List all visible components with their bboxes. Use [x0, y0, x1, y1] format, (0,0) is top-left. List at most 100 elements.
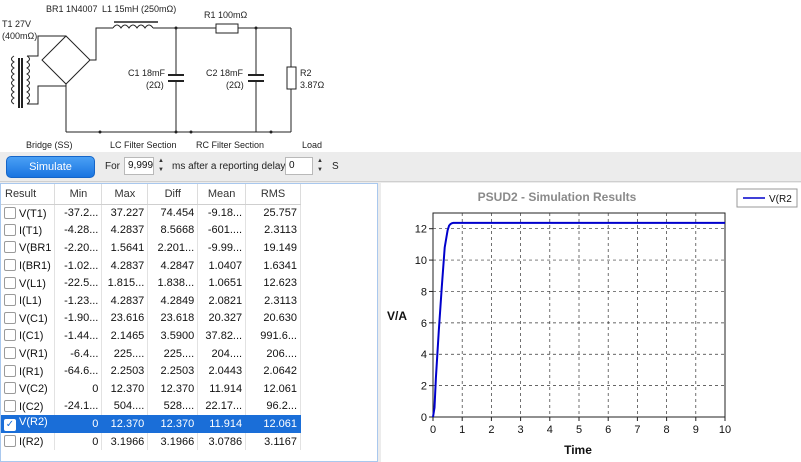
- result-name-cell[interactable]: ✓V(R2): [1, 415, 56, 433]
- result-name-cell[interactable]: I(C1): [1, 327, 56, 345]
- col-header-mean[interactable]: Mean: [197, 184, 247, 205]
- result-min-cell: 0: [54, 379, 103, 398]
- result-checkbox[interactable]: [4, 206, 16, 219]
- result-min-cell: -1.90...: [54, 309, 103, 328]
- result-name-cell[interactable]: I(T1): [1, 221, 56, 240]
- duration-stepper[interactable]: ▲▼: [156, 157, 166, 175]
- result-min-cell: -24.1...: [54, 397, 103, 416]
- result-mean-cell: 204....: [197, 344, 247, 363]
- result-max-cell: 4.2837: [101, 221, 149, 240]
- result-checkbox[interactable]: [4, 399, 16, 412]
- result-name-cell[interactable]: V(C1): [1, 309, 56, 328]
- result-name-cell[interactable]: V(C2): [1, 379, 56, 398]
- table-row[interactable]: V(R1)-6.4...225....225....204....206....: [1, 344, 301, 363]
- x-tick-label: 1: [459, 424, 465, 436]
- result-rms-cell: 2.0642: [245, 362, 301, 380]
- result-diff-cell: 1.838...: [147, 274, 199, 292]
- result-name: I(C2): [19, 400, 44, 413]
- section-bridge-label: Bridge (SS): [26, 140, 73, 150]
- col-header-min[interactable]: Min: [54, 184, 103, 205]
- chevron-down-icon[interactable]: ▼: [158, 167, 164, 173]
- circuit-schematic: T1 27V (400mΩ) BR1 1N4007 L1 15mH (250mΩ…: [0, 0, 801, 152]
- result-diff-cell: 4.2847: [147, 256, 199, 275]
- result-name: I(T1): [19, 224, 43, 237]
- result-max-cell: 2.2503: [101, 362, 149, 380]
- result-mean-cell: -601....: [197, 221, 247, 240]
- chevron-up-icon[interactable]: ▲: [158, 158, 164, 164]
- x-tick-label: 5: [576, 424, 582, 436]
- result-name-cell[interactable]: V(L1): [1, 274, 56, 292]
- result-name-cell[interactable]: I(C2): [1, 397, 56, 416]
- result-name-cell[interactable]: I(L1): [1, 291, 56, 310]
- result-checkbox[interactable]: [4, 435, 16, 448]
- inductor-label: L1 15mH (250mΩ): [102, 4, 176, 14]
- result-checkbox[interactable]: [4, 276, 16, 289]
- chevron-up-icon[interactable]: ▲: [317, 158, 323, 164]
- result-mean-cell: 1.0407: [197, 256, 247, 275]
- result-rms-cell: 96.2...: [245, 397, 301, 416]
- result-rms-cell: 2.3113: [245, 291, 301, 310]
- x-axis-label: Time: [564, 443, 592, 457]
- result-diff-cell: 23.618: [147, 309, 199, 328]
- table-row[interactable]: I(C2)-24.1...504....528....22.17...96.2.…: [1, 397, 301, 416]
- result-name-cell[interactable]: V(BR1: [1, 239, 56, 257]
- result-checkbox[interactable]: [4, 382, 16, 395]
- result-min-cell: -64.6...: [54, 362, 103, 380]
- load-value: 3.87Ω: [300, 80, 325, 90]
- result-min-cell: -22.5...: [54, 274, 103, 292]
- result-checkbox[interactable]: [4, 329, 16, 342]
- result-checkbox[interactable]: [4, 259, 16, 272]
- result-name-cell[interactable]: I(BR1): [1, 256, 56, 275]
- cap2-label: C2 18mF: [206, 68, 244, 78]
- col-header-result[interactable]: Result: [1, 184, 56, 205]
- result-name-cell[interactable]: V(R1): [1, 344, 56, 363]
- simulate-button[interactable]: Simulate: [6, 156, 95, 178]
- cap2-resistance: (2Ω): [226, 80, 244, 90]
- result-name-cell[interactable]: V(T1): [1, 204, 56, 222]
- result-rms-cell: 1.6341: [245, 256, 301, 275]
- result-rms-cell: 991.6...: [245, 327, 301, 345]
- result-name-cell[interactable]: I(R1): [1, 362, 56, 380]
- result-checkbox[interactable]: [4, 364, 16, 377]
- col-header-rms[interactable]: RMS: [245, 184, 301, 205]
- result-diff-cell: 2.201...: [147, 239, 199, 257]
- result-checkbox[interactable]: [4, 311, 16, 324]
- result-checkbox[interactable]: [4, 294, 16, 307]
- delay-stepper[interactable]: ▲▼: [315, 157, 325, 175]
- result-max-cell: 4.2837: [101, 291, 149, 310]
- transformer-label: T1 27V: [2, 19, 31, 29]
- duration-input[interactable]: 9,999: [124, 157, 154, 175]
- section-lc-label: LC Filter Section: [110, 140, 177, 150]
- result-mean-cell: 1.0651: [197, 274, 247, 292]
- result-checkbox[interactable]: [4, 347, 16, 360]
- result-max-cell: 23.616: [101, 309, 149, 328]
- x-tick-label: 7: [634, 424, 640, 436]
- col-header-max[interactable]: Max: [101, 184, 149, 205]
- resistor1-label: R1 100mΩ: [204, 10, 248, 20]
- chart-title: PSUD2 - Simulation Results: [478, 190, 637, 204]
- result-checkbox[interactable]: [4, 241, 16, 254]
- result-name: I(R1): [19, 365, 44, 378]
- x-tick-label: 2: [488, 424, 494, 436]
- result-checkbox[interactable]: [4, 223, 16, 236]
- delay-input[interactable]: 0: [285, 157, 313, 175]
- col-header-diff[interactable]: Diff: [147, 184, 199, 205]
- result-name-cell[interactable]: I(R2): [1, 432, 56, 451]
- chevron-down-icon[interactable]: ▼: [317, 167, 323, 173]
- result-min-cell: -1.02...: [54, 256, 103, 275]
- result-diff-cell: 8.5668: [147, 221, 199, 240]
- result-diff-cell: 12.370: [147, 415, 199, 433]
- result-checkbox[interactable]: ✓: [4, 419, 16, 432]
